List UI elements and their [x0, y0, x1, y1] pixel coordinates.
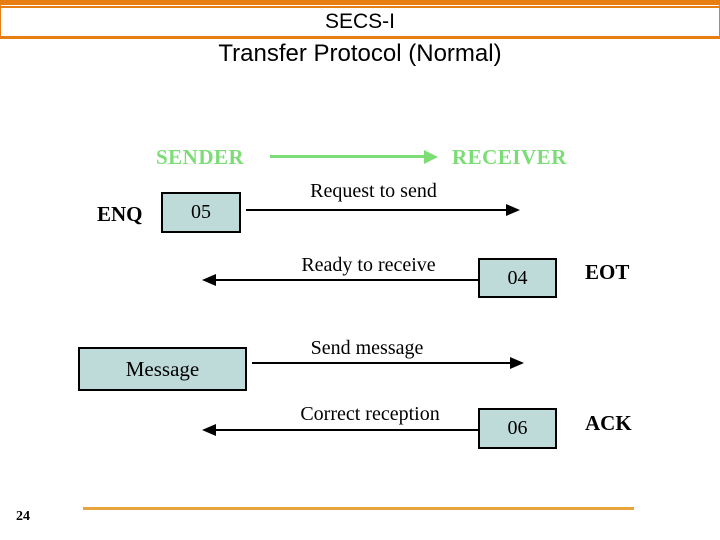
header-left-edge	[0, 5, 1, 39]
step4-code-box: 06	[478, 408, 557, 449]
page-number: 24	[16, 509, 30, 524]
slide-title-line1: SECS-I	[324, 10, 395, 33]
step1-code-value: 05	[191, 201, 211, 223]
step2-message-label: Ready to receive	[301, 254, 436, 276]
step1-arrow-line	[246, 209, 508, 211]
step4-side-label-ack: ACK	[585, 411, 632, 435]
step2-side-label-eot: EOT	[585, 260, 630, 284]
step3-message-box: Message	[78, 347, 247, 391]
header-mid-rule	[0, 36, 720, 39]
step1-code-box: 05	[161, 192, 241, 233]
sender-receiver-arrowhead-icon	[424, 150, 438, 164]
footer-rule	[83, 507, 634, 510]
step1-right-arrowhead-icon	[506, 204, 520, 216]
step3-arrow-line	[252, 362, 512, 364]
step4-message-label: Correct reception	[300, 403, 440, 425]
step2-code-box: 04	[478, 258, 557, 298]
step3-message-box-label: Message	[125, 356, 200, 381]
step2-code-value: 04	[507, 266, 528, 289]
step3-message-label: Send message	[310, 337, 424, 359]
step3-right-arrowhead-icon	[510, 357, 524, 369]
header-thin-rule	[0, 6, 720, 8]
step4-arrow-line	[214, 429, 478, 431]
step1-message-label: Request to send	[310, 180, 437, 202]
receiver-label: RECEIVER	[452, 145, 567, 169]
step4-left-arrowhead-icon	[202, 424, 216, 436]
step4-code-value: 06	[507, 417, 528, 439]
step1-side-label-enq: ENQ	[97, 202, 143, 226]
header-top-bar	[0, 0, 720, 5]
step2-arrow-line	[214, 279, 478, 281]
sender-receiver-arrow-line	[270, 155, 424, 158]
slide-title-line2: Transfer Protocol (Normal)	[218, 40, 502, 67]
step2-left-arrowhead-icon	[202, 274, 216, 286]
sender-label: SENDER	[156, 145, 245, 169]
